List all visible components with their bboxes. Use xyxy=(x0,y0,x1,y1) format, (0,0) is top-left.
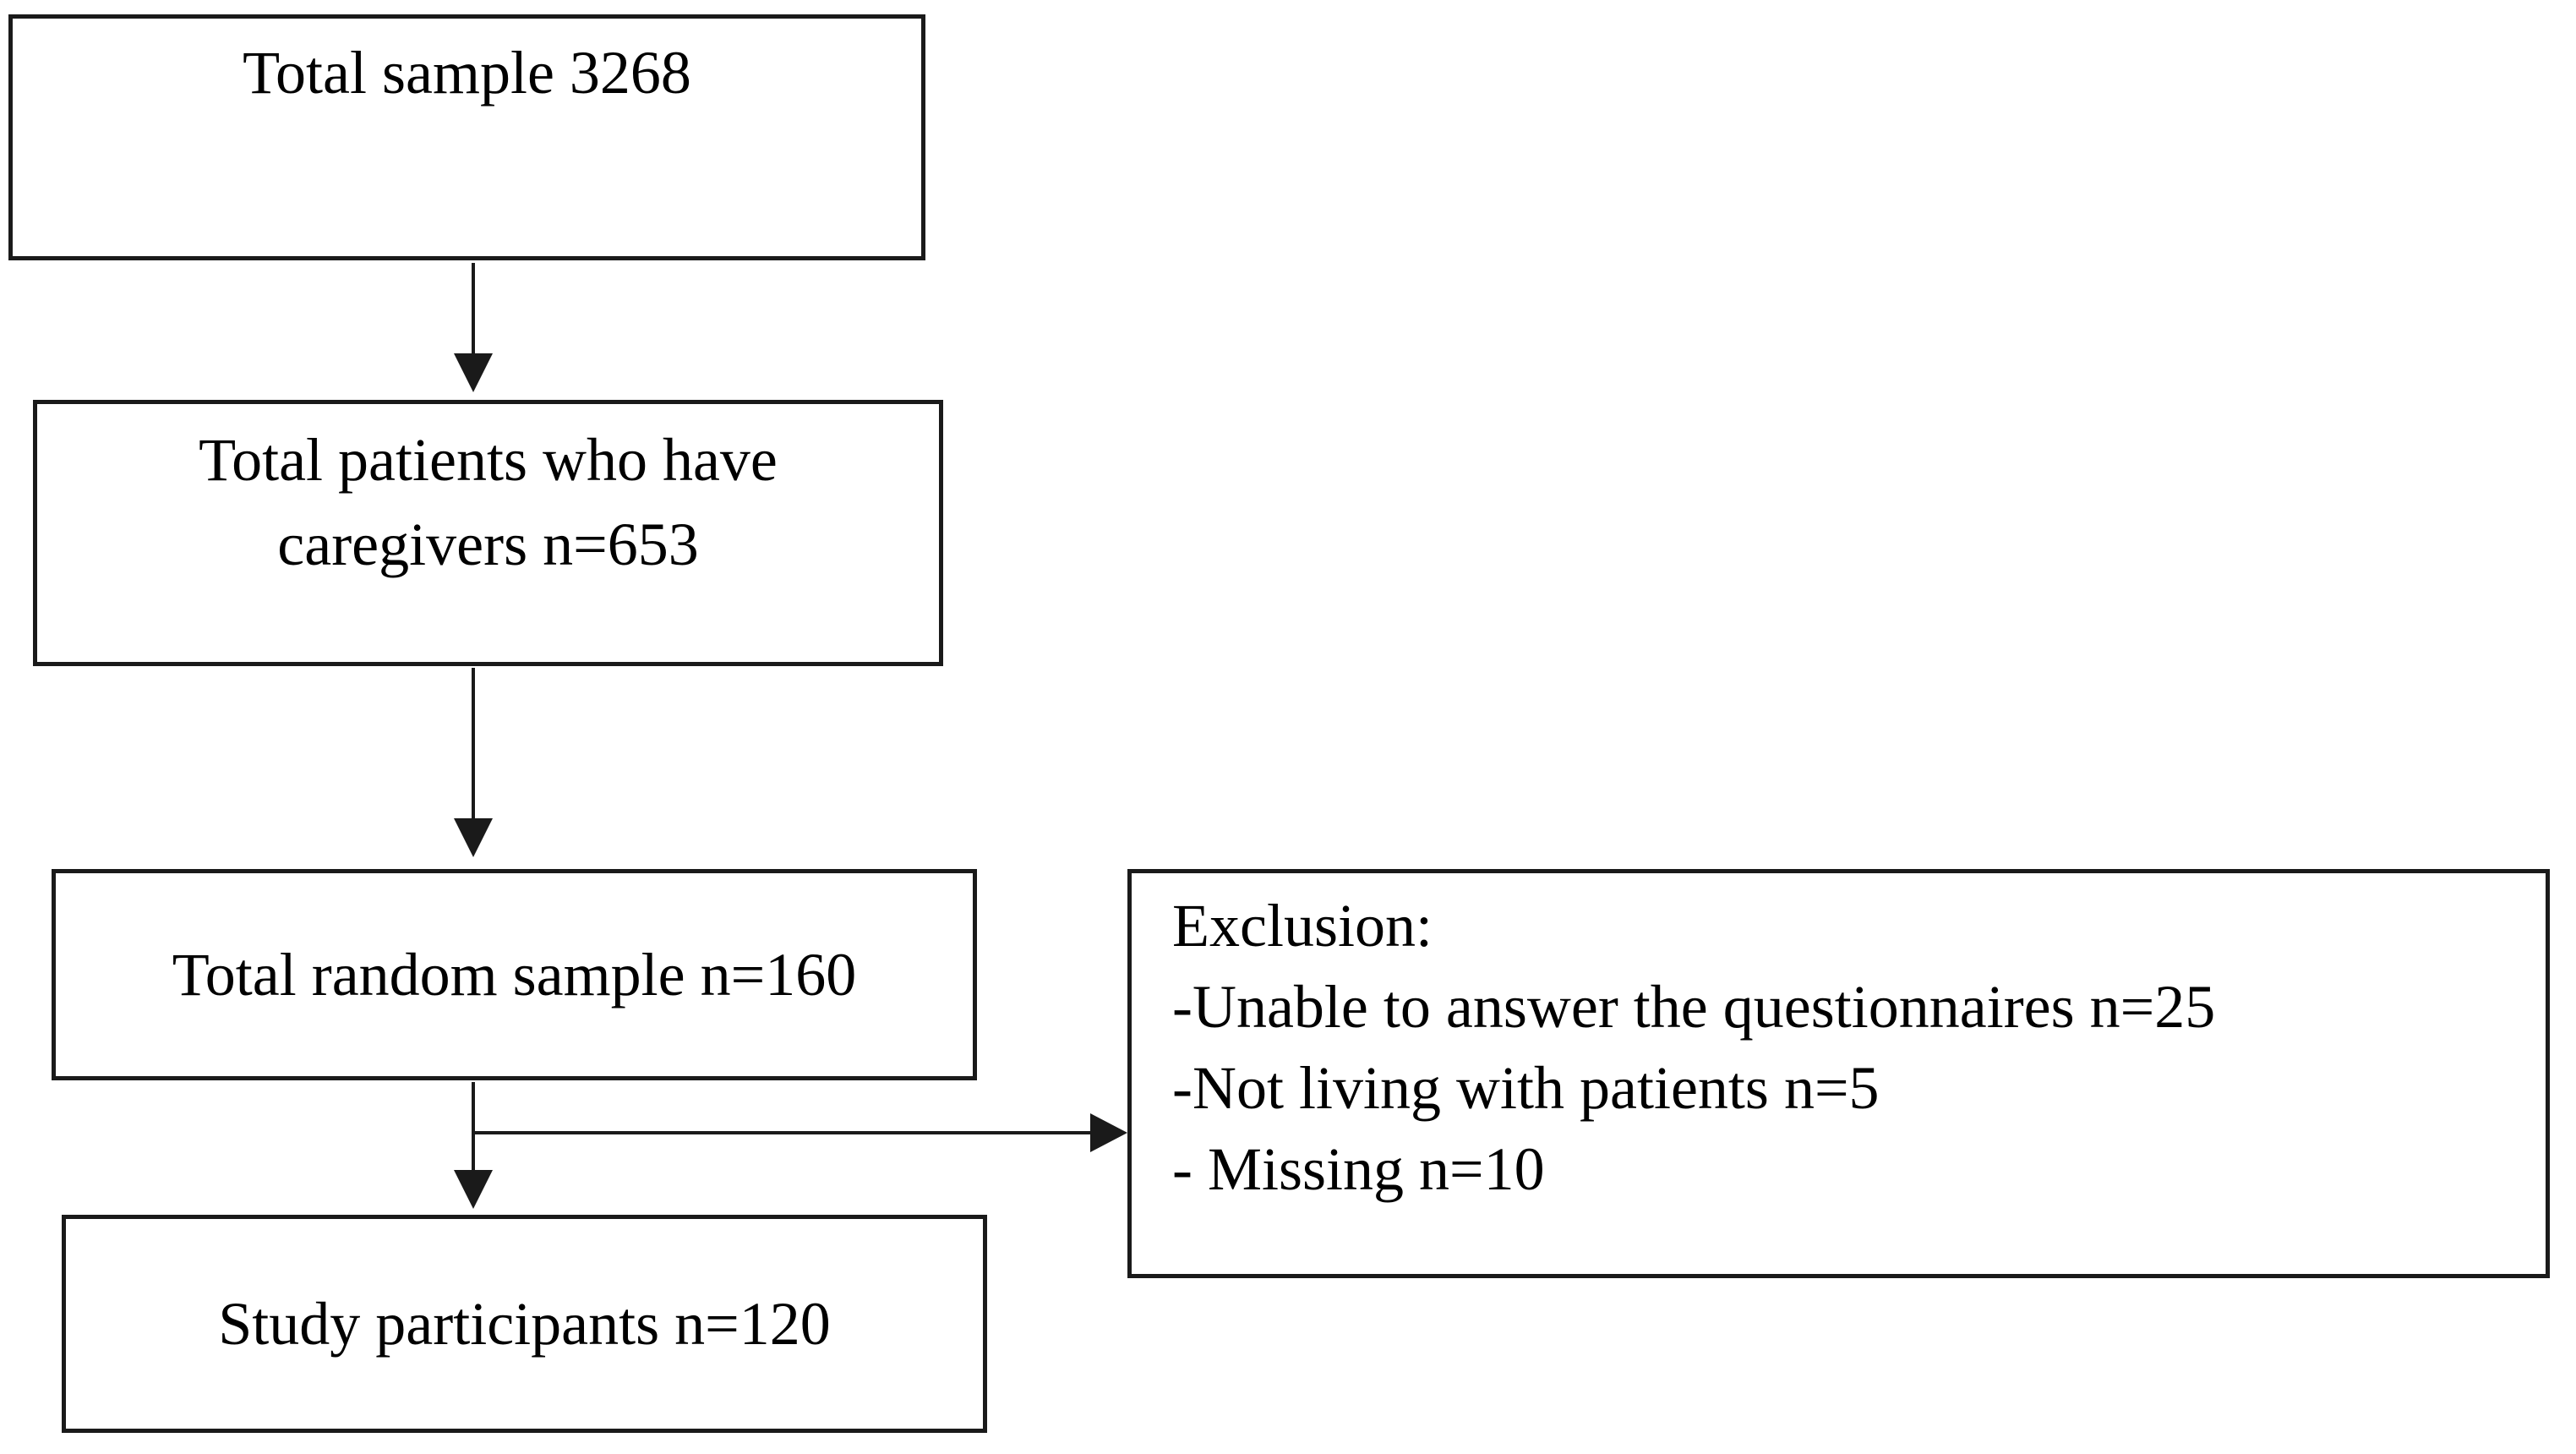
box-total-sample: Total sample 3268 xyxy=(8,14,925,260)
box-caregivers-label-line2: caregivers n=653 xyxy=(277,511,699,578)
exclusion-item-unable: -Unable to answer the questionnaires n=2… xyxy=(1172,973,2216,1041)
box-total-sample-label: Total sample 3268 xyxy=(243,39,691,107)
arrow-head-down-icon xyxy=(454,353,493,392)
box-caregivers: Total patients who have caregivers n=653 xyxy=(33,400,943,666)
arrow-caregivers-to-random-sample xyxy=(454,668,493,857)
exclusion-item-missing: - Missing n=10 xyxy=(1172,1135,1545,1203)
box-exclusion: Exclusion: -Unable to answer the questio… xyxy=(1127,869,2550,1278)
box-study-participants: Study participants n=120 xyxy=(62,1215,987,1433)
arrow-head-right-icon xyxy=(1090,1113,1127,1152)
arrow-head-down-icon xyxy=(454,1170,493,1209)
arrow-head-down-icon xyxy=(454,818,493,857)
arrow-random-sample-to-exclusion xyxy=(472,1113,1127,1152)
arrow-total-sample-to-caregivers xyxy=(454,263,493,392)
box-caregivers-label-line1: Total patients who have xyxy=(199,426,778,494)
box-random-sample-label: Total random sample n=160 xyxy=(172,941,857,1009)
arrow-random-sample-to-participants xyxy=(454,1082,493,1209)
box-random-sample: Total random sample n=160 xyxy=(52,869,977,1080)
exclusion-item-not-living: -Not living with patients n=5 xyxy=(1172,1054,1880,1122)
box-study-participants-label: Study participants n=120 xyxy=(218,1290,831,1358)
exclusion-title: Exclusion: xyxy=(1172,892,1433,959)
